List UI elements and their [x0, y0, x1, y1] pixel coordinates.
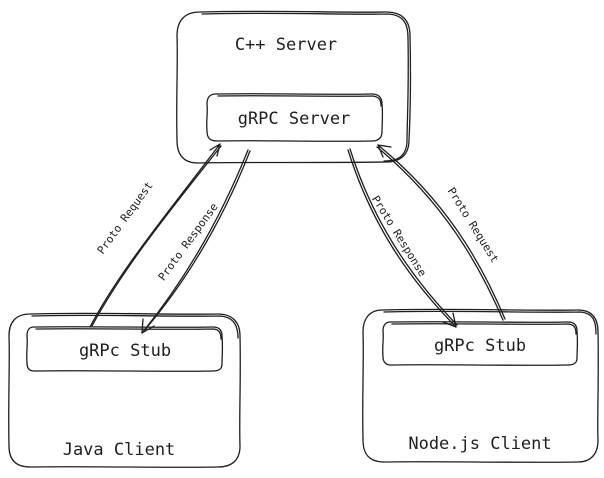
java-stub-label: gRPc Stub	[79, 341, 171, 361]
cpp-server-box	[176, 10, 412, 164]
grpc-server-box	[206, 93, 384, 142]
java-stub-box	[26, 326, 224, 372]
cpp-server-title: C++ Server	[235, 35, 337, 55]
java-response-arrow	[141, 149, 251, 334]
node-client-box	[362, 308, 599, 463]
java-request-label: Proto Request	[95, 179, 156, 256]
java-request-arrow	[89, 143, 222, 328]
node-client-title: Node.js Client	[408, 434, 551, 454]
node-response-label: Proto Response	[369, 193, 429, 279]
grpc-server-label: gRPC Server	[238, 109, 351, 129]
node-stub-box	[382, 321, 579, 366]
node-response-arrow	[347, 148, 458, 328]
node-stub-label: gRPc Stub	[434, 336, 526, 356]
java-client-title: Java Client	[63, 440, 176, 460]
java-client-box	[8, 312, 241, 468]
node-request-arrow	[376, 144, 506, 321]
